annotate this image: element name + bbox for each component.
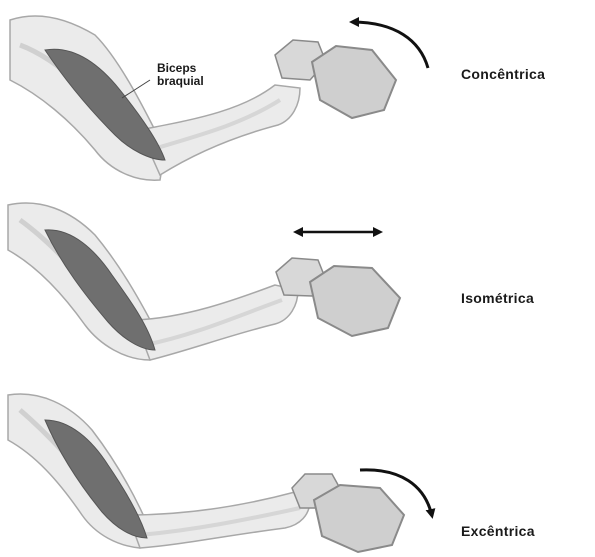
- dumbbell-front-plate: [314, 485, 404, 552]
- dumbbell-front-plate: [312, 46, 396, 118]
- panel-isometric: [8, 203, 400, 360]
- concentric-label: Concêntrica: [461, 66, 545, 82]
- forearm: [128, 492, 310, 548]
- muscle-label-line2: braquial: [157, 75, 204, 88]
- isometric-label: Isométrica: [461, 290, 534, 306]
- panel-concentric: [10, 16, 428, 180]
- eccentric-label: Excêntrica: [461, 523, 535, 539]
- panel-eccentric: [8, 394, 432, 552]
- dumbbell-front-plate: [310, 266, 400, 336]
